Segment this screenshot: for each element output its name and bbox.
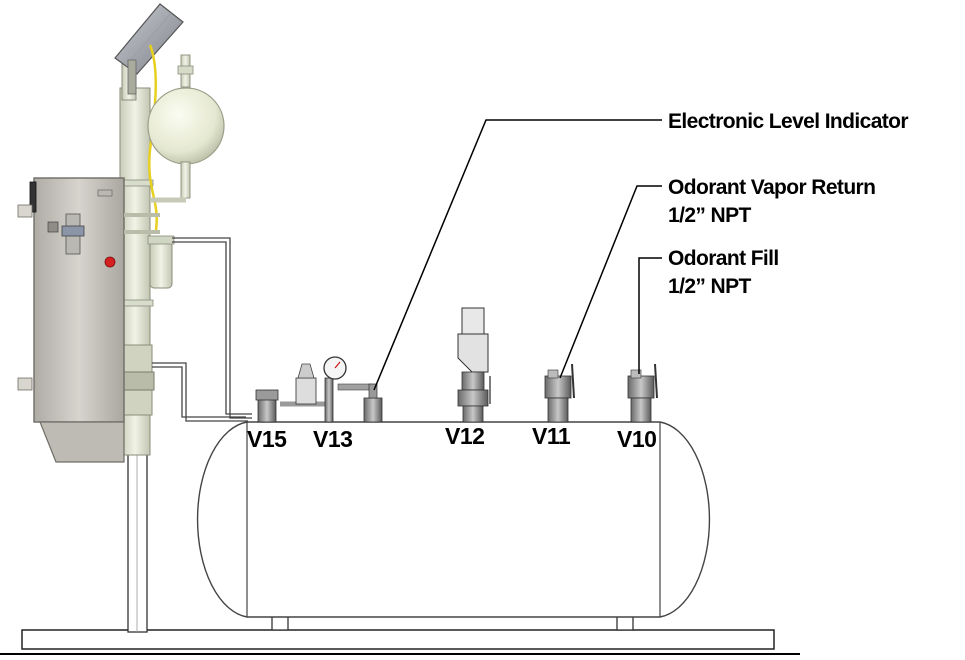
solar-wire xyxy=(148,44,158,231)
valve-v11 xyxy=(544,363,575,423)
callout-vapor-return-size: 1/2” NPT xyxy=(668,204,751,227)
leader-lines xyxy=(373,119,662,391)
base-skid xyxy=(0,629,800,655)
storage-tank xyxy=(196,421,711,618)
accumulator-sphere xyxy=(147,54,225,203)
label-v12: V12 xyxy=(445,423,484,449)
valve-v12 xyxy=(457,307,491,423)
callout-odorant-fill: Odorant Fill xyxy=(668,247,779,270)
label-v13: V13 xyxy=(313,426,352,452)
label-v10: V10 xyxy=(617,426,656,452)
callout-vapor-return: Odorant Vapor Return xyxy=(668,176,875,199)
leader-level-indicator xyxy=(373,119,662,391)
inline-filter xyxy=(147,235,175,289)
valve-v15 xyxy=(255,389,279,423)
leader-odorant-fill xyxy=(638,257,662,374)
tubing xyxy=(152,237,252,422)
vertical-column xyxy=(115,59,155,456)
callout-odorant-fill-size: 1/2” NPT xyxy=(668,275,751,298)
solar-panel xyxy=(114,3,184,95)
level-indicator-head xyxy=(363,383,383,423)
callout-level-indicator: Electronic Level Indicator xyxy=(668,110,908,133)
control-cabinet xyxy=(17,177,160,463)
valve-v10 xyxy=(627,363,658,423)
support-post xyxy=(127,451,148,633)
leader-vapor-return xyxy=(559,185,662,379)
valve-v13 xyxy=(280,356,373,423)
label-v11: V11 xyxy=(532,423,571,449)
label-v15: V15 xyxy=(247,426,287,452)
